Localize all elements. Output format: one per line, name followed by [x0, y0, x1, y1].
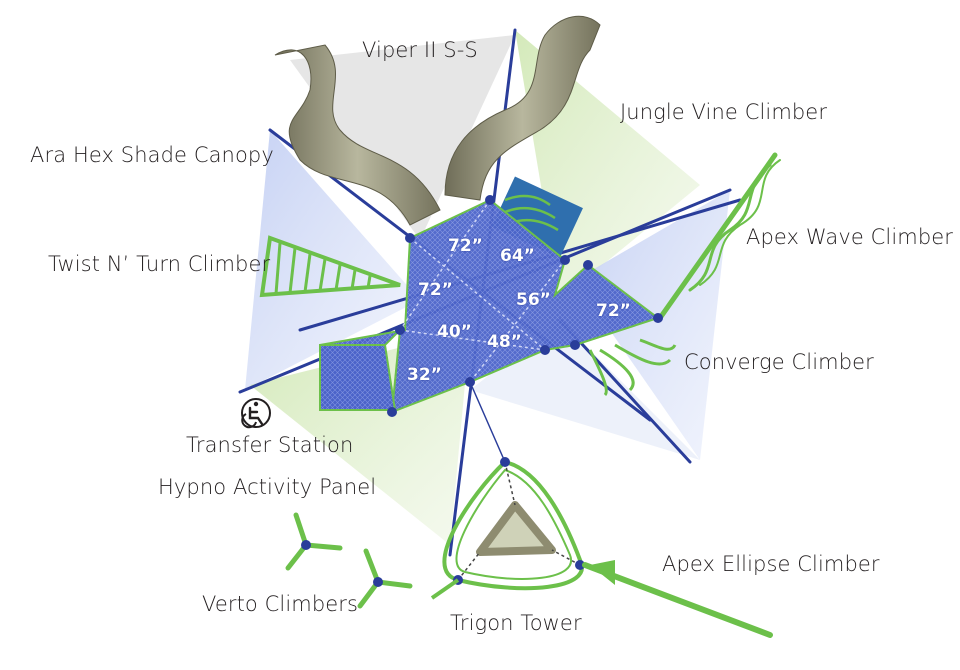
twist-turn-climber-label: Twist N’ Turn Climber [48, 252, 271, 276]
deck-height-label: 64” [500, 246, 535, 266]
twist-turn-climber [259, 235, 401, 298]
ara-hex-canopy-label: Ara Hex Shade Canopy [30, 143, 274, 167]
viper-slide-label: Viper II S-S [362, 38, 478, 62]
deck-height-label: 72” [448, 236, 483, 256]
apex-ellipse-climber-label: Apex Ellipse Climber [662, 552, 880, 576]
apex-ellipse-climber [582, 562, 773, 638]
converge-climber [588, 338, 677, 397]
apex-wave-climber-label: Apex Wave Climber [746, 225, 954, 249]
deck-height-label: 56” [516, 290, 551, 310]
accessibility-transfer-icon [241, 398, 271, 429]
hypno-activity-panel-label: Hypno Activity Panel [158, 475, 377, 499]
converge-climber-label: Converge Climber [684, 350, 874, 374]
transfer-station-label: Transfer Station [186, 433, 354, 457]
deck-height-label: 40” [437, 322, 472, 342]
tower-cable [469, 381, 506, 463]
apex-wave-climber [657, 152, 781, 321]
deck-height-label: 32” [407, 365, 442, 385]
viper-slide [274, 15, 601, 226]
deck-platform [319, 195, 663, 417]
verto-climbers [285, 512, 413, 609]
trigon-tower-label: Trigon Tower [450, 611, 582, 635]
jungle-vine-climber-label: Jungle Vine Climber [620, 100, 828, 124]
deck-height-label: 72” [418, 280, 453, 300]
shade-sail-top [290, 35, 515, 240]
trigon-tower [430, 457, 773, 638]
shade-sail-right [575, 190, 730, 460]
deck-height-label: 48” [487, 332, 522, 352]
deck-height-label: 72” [596, 301, 631, 321]
verto-climbers-label: Verto Climbers [202, 592, 359, 616]
